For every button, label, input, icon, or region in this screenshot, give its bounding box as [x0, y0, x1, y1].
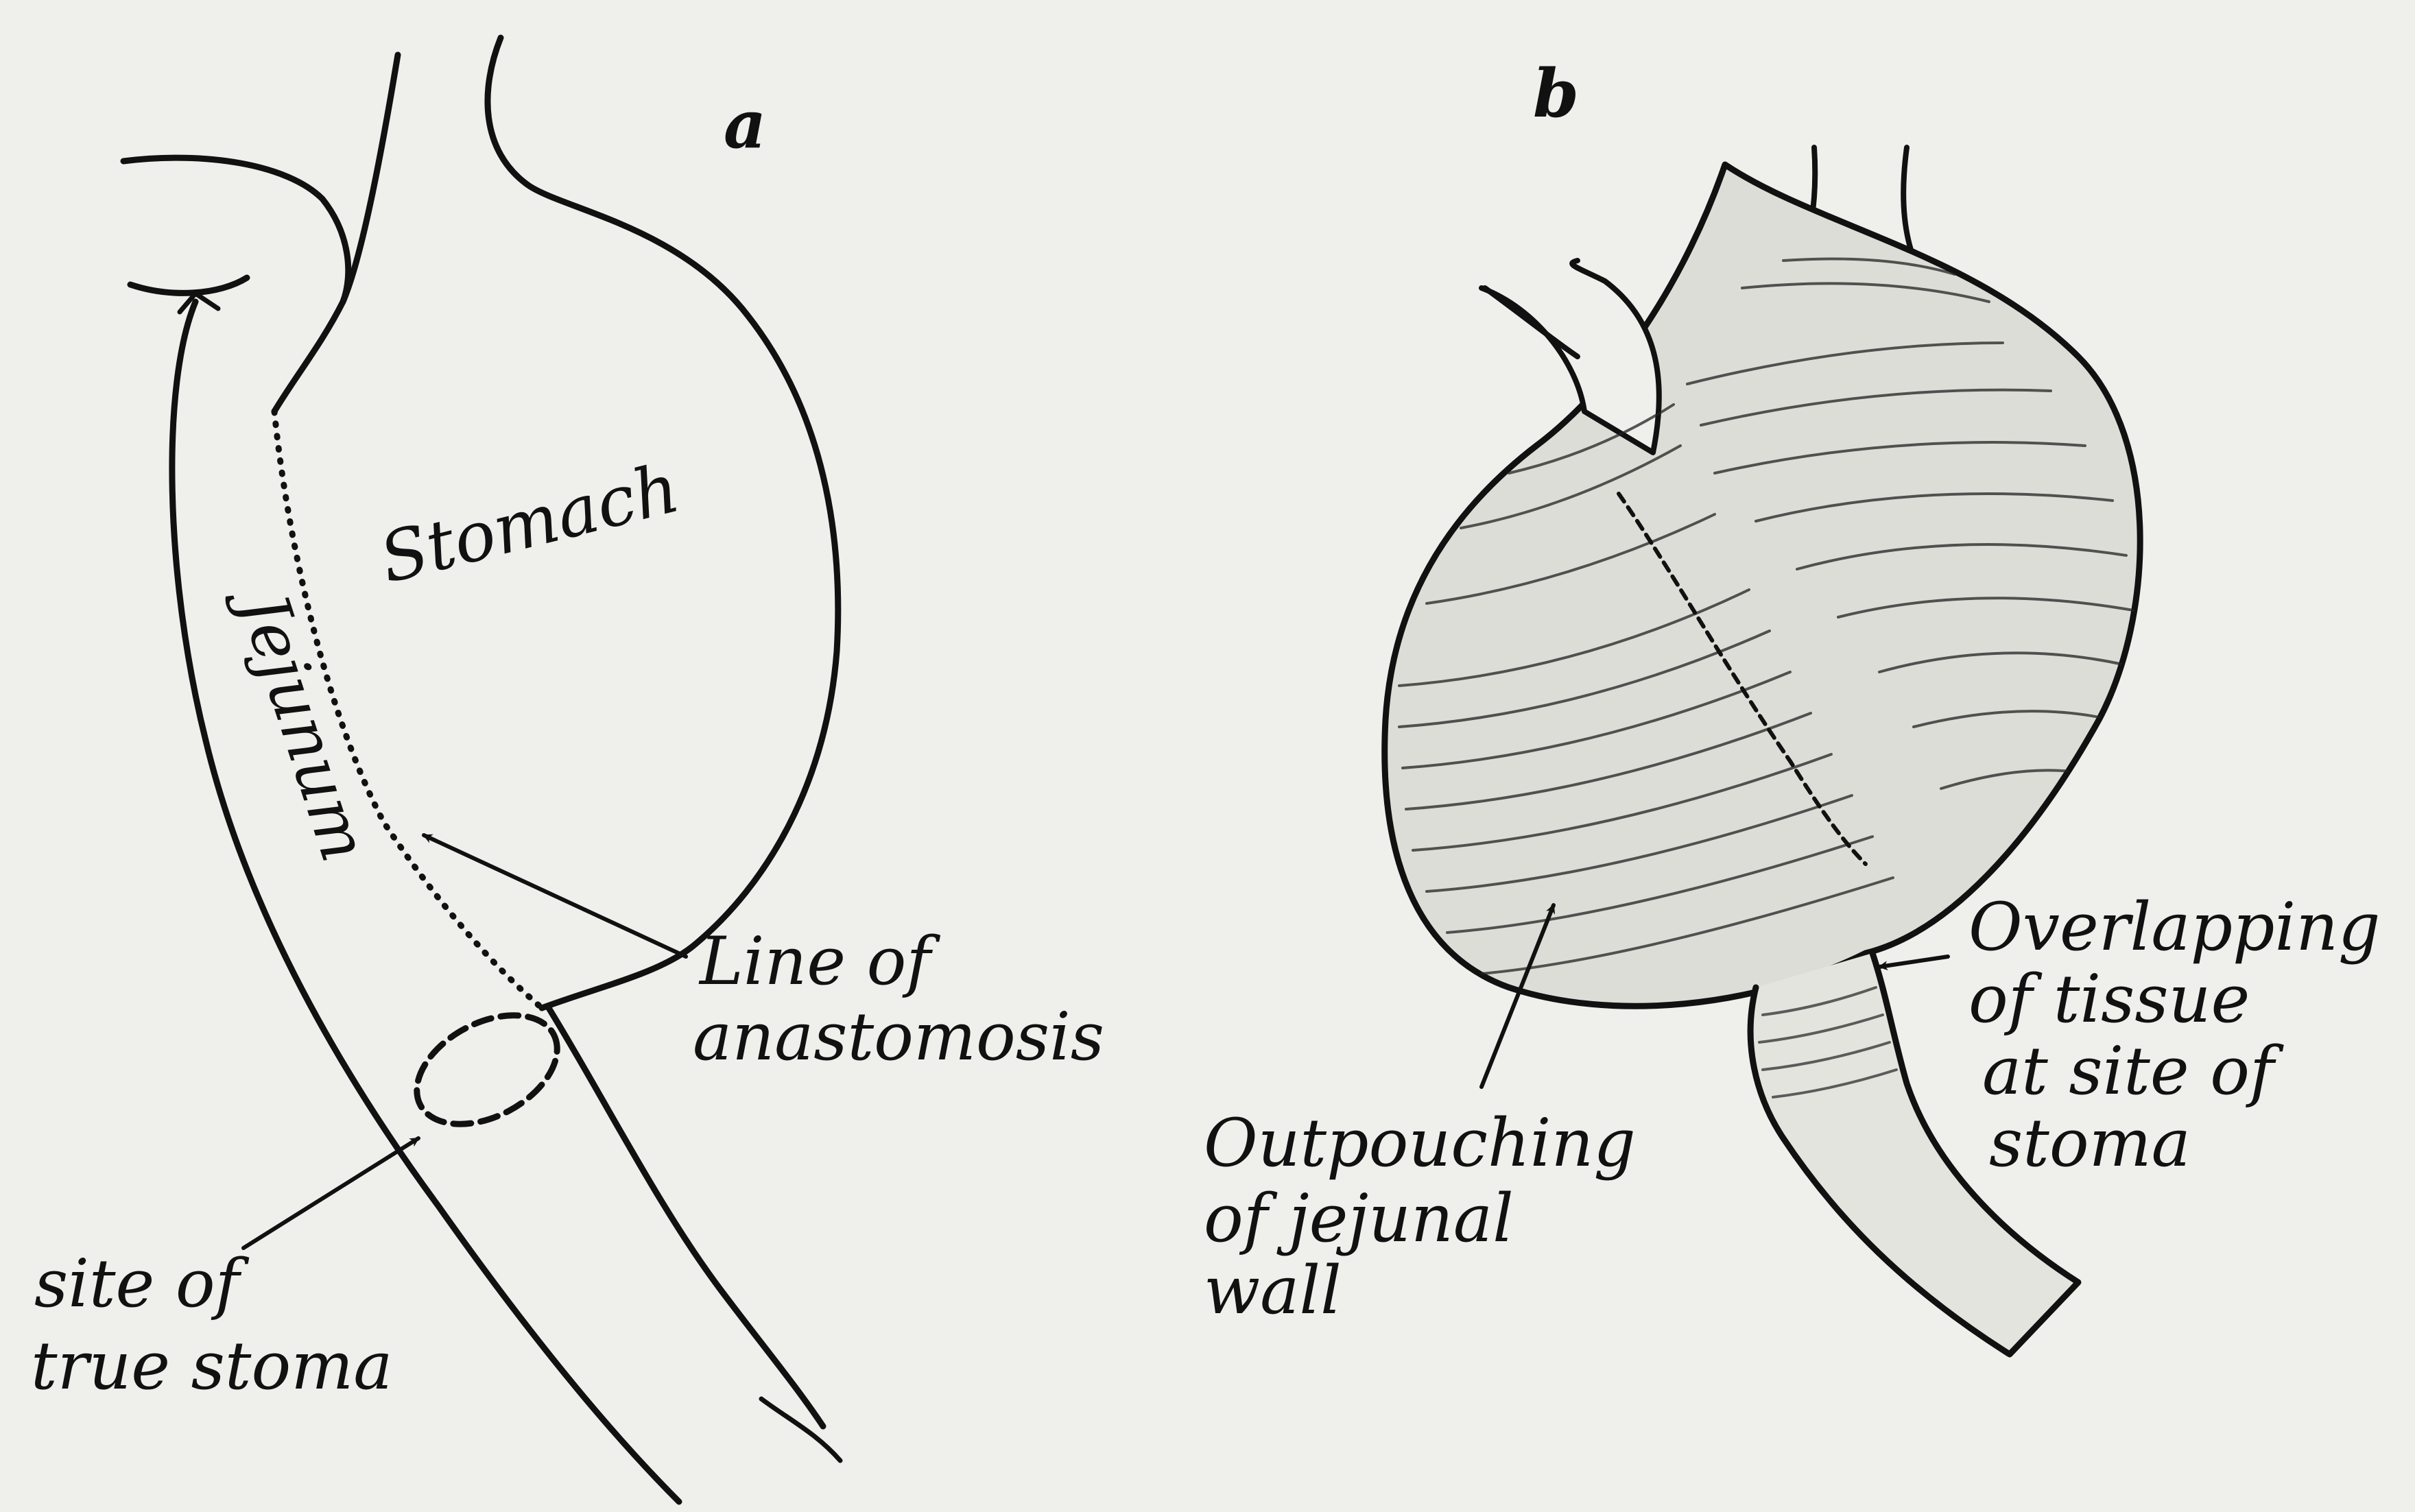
stoma-label-line1: site of	[34, 1245, 250, 1322]
overlap-arrow	[1879, 957, 1948, 967]
anastomosis-label-line2: anastomosis	[693, 998, 1104, 1075]
overlap-label-line1: Overlapping	[1968, 889, 2380, 965]
jejunum-cut-hook	[180, 293, 218, 312]
stoma-label-line2: true stoma	[31, 1328, 393, 1404]
esophagus-left-wall	[274, 55, 398, 411]
anastomosis-arrow	[424, 835, 686, 957]
overlap-label-line4: stoma	[1989, 1105, 2191, 1181]
panel-b: b	[1204, 55, 2380, 1354]
panel-b-letter: b	[1533, 55, 1579, 132]
outpouching-label-line3: wall	[1204, 1252, 1342, 1329]
stomach-label: Stomach	[372, 447, 687, 599]
panel-a-letter: a	[724, 86, 766, 163]
anastomosis-label-line1: Line of	[698, 923, 940, 1000]
stoma-arrow	[243, 1138, 418, 1248]
overlap-label-line3: at site of	[1982, 1033, 2284, 1109]
jejunum-cut-end	[130, 278, 247, 293]
panel-a: a Stomach Jejunum Line of anastomosis si…	[31, 38, 1104, 1502]
overlap-label-line2: of tissue	[1968, 961, 2250, 1037]
jejunum-distal-end	[761, 1399, 840, 1461]
outpouching-label-line2: of jejunal	[1204, 1180, 1514, 1257]
stoma-dashed-ellipse	[398, 993, 575, 1146]
jejunum-label: Jejunum	[222, 573, 383, 870]
outpouching-label-line1: Outpouching	[1204, 1105, 1636, 1181]
